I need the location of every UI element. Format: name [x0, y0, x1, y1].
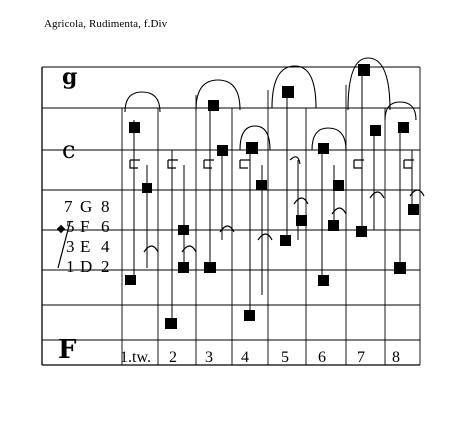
gamut-label: 3	[66, 237, 75, 256]
column-number: 3	[205, 349, 213, 366]
gamut-label: 7	[64, 197, 73, 216]
column-number: 1.tw.	[120, 349, 151, 366]
gamut-label: 2	[101, 257, 110, 276]
column-dividers	[121, 67, 421, 365]
diamond-mark	[56, 224, 66, 234]
gamut-label: 8	[101, 197, 110, 216]
note-stems	[133, 70, 413, 322]
gamut-labels: 7 G 8 5 F 6 3 E 4 1 D 2	[64, 197, 110, 276]
g-clef-glyph: g	[62, 64, 77, 90]
column-number: 8	[392, 349, 400, 366]
f-clef-glyph: F	[58, 335, 77, 365]
column-number: 5	[281, 349, 289, 366]
column-number: 6	[318, 349, 326, 366]
gamut-label: 4	[101, 237, 110, 256]
gamut-label: 6	[101, 217, 110, 236]
c-clef-glyph: c	[62, 136, 75, 164]
gamut-label: G	[80, 197, 92, 216]
note-heads	[125, 64, 419, 329]
source-caption: Agricola, Rudimenta, f.Div	[44, 18, 168, 30]
gamut-label: 5	[66, 217, 75, 236]
gamut-label: D	[80, 257, 92, 276]
column-number: 4	[241, 349, 249, 366]
ligature-arches	[124, 57, 417, 151]
flag-marks	[129, 156, 425, 253]
column-number: 7	[357, 349, 365, 366]
bracket-stroke	[57, 221, 71, 269]
staff-frame	[41, 66, 420, 366]
gamut-label: E	[80, 237, 90, 256]
staff-lines	[42, 107, 420, 341]
gamut-label: F	[80, 217, 89, 236]
column-numbers: 1.tw. 2 3 4 5 6 7 8	[120, 349, 400, 366]
gamut-label: 1	[66, 257, 75, 276]
column-number: 2	[169, 349, 177, 366]
